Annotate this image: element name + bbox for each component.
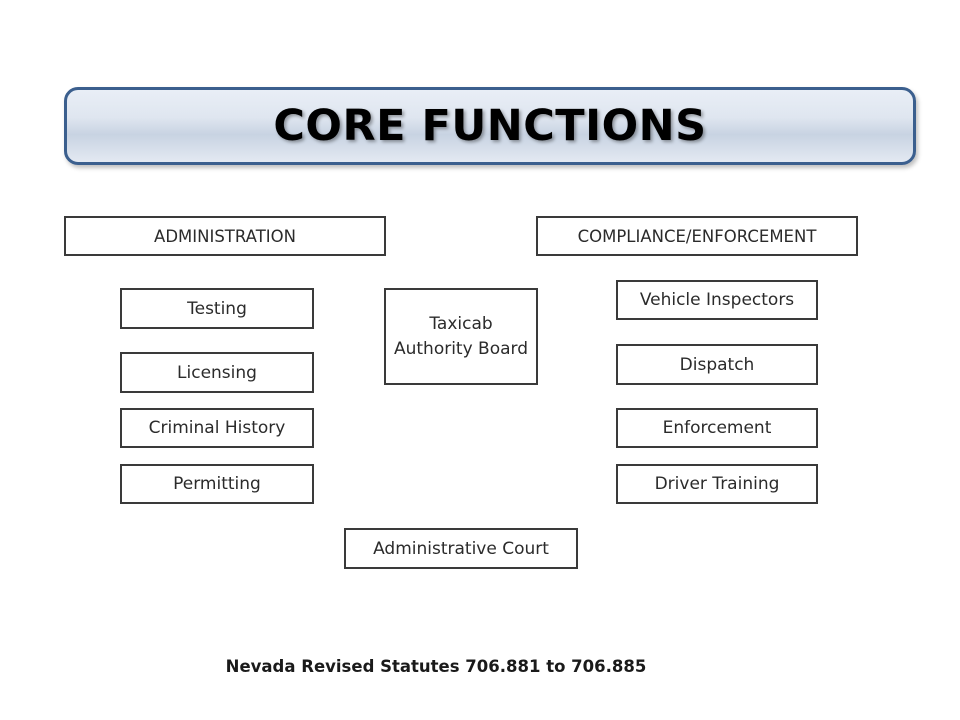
node-enforcement: Enforcement — [616, 408, 818, 448]
node-taxicab-authority-board: Taxicab Authority Board — [384, 288, 538, 385]
compliance-enforcement-header: COMPLIANCE/ENFORCEMENT — [536, 216, 858, 256]
node-driver-training: Driver Training — [616, 464, 818, 504]
node-dispatch: Dispatch — [616, 344, 818, 385]
title-banner: CORE FUNCTIONS — [64, 87, 916, 165]
page-title: CORE FUNCTIONS — [273, 101, 707, 151]
node-criminal-history: Criminal History — [120, 408, 314, 448]
node-testing: Testing — [120, 288, 314, 329]
statutes-note-text: Nevada Revised Statutes 706.881 to 706.8… — [225, 657, 647, 676]
node-vehicle-inspectors: Vehicle Inspectors — [616, 280, 818, 320]
node-administrative-court: Administrative Court — [344, 528, 578, 569]
statutes-note: Nevada Revised Statutes 706.881 to 706.8… — [0, 657, 960, 676]
node-permitting: Permitting — [120, 464, 314, 504]
administration-header: ADMINISTRATION — [64, 216, 386, 256]
node-licensing: Licensing — [120, 352, 314, 393]
